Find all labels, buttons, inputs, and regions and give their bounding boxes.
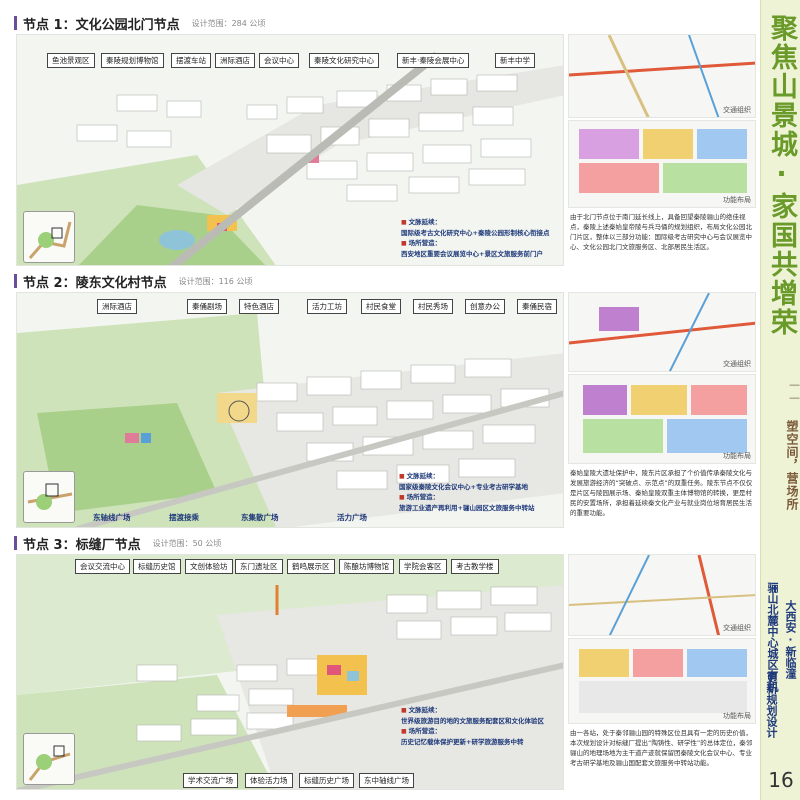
- main-title: 聚焦山景城·家国共增荣: [766, 14, 797, 337]
- node1-legend: 文脉延续： 国际级考古文化研究中心+秦陵公园形制核心衔接点 场所营造： 西安地区…: [401, 217, 561, 259]
- node2-label-4: 村民食堂: [361, 299, 401, 314]
- node3-bottom-label-1: 体验活力场: [245, 773, 293, 788]
- node2-traffic-map: 交通组织: [568, 292, 756, 372]
- node1-header: 节点 1：文化公园北门节点 设计范围：284 公顷: [14, 14, 266, 33]
- node1-legend-h2: 场所营造：: [401, 238, 561, 249]
- node3-header: 节点 3：标缝厂节点 设计范围：50 公顷: [14, 534, 222, 553]
- node2-bottom-label-3: 活力广场: [337, 513, 367, 522]
- node3-map: 会议交流中心 标缝历史馆 文创体验坊 东门遗址区 鹤鸣展示区 陈酿坊博物馆 学院…: [16, 554, 564, 790]
- node2-header: 节点 2：陵东文化村节点 设计范围：116 公顷: [14, 272, 253, 291]
- node3-legend-h1: 文脉延续：: [401, 705, 563, 716]
- node1-traffic-map: 交通组织: [568, 34, 756, 118]
- node1-function-map: 功能布局: [568, 120, 756, 208]
- node1-label-4: 会议中心: [259, 53, 299, 68]
- node1-legend-v1: 国际级考古文化研究中心+秦陵公园形制核心衔接点: [401, 229, 550, 237]
- node2-label-0: 洲际酒店: [97, 299, 137, 314]
- node2-label-3: 活力工坊: [307, 299, 347, 314]
- project-name-part2: 更新规划设计: [765, 672, 778, 738]
- node2-side: 交通组织 功能布局 秦始皇陵大遗址保护中，陵东片区承担了个价值传承秦陵文化与发展…: [568, 292, 756, 528]
- node3-label-0: 会议交流中心: [75, 559, 130, 574]
- node2-caption-function: 功能布局: [723, 452, 751, 460]
- node1-caption-traffic: 交通组织: [723, 106, 751, 114]
- node2-map-drawing: [17, 313, 563, 527]
- node3-bottom-label-3: 东中轴线广场: [359, 773, 414, 788]
- node1-label-1: 秦陵规划博物馆: [101, 53, 164, 68]
- node2-legend-h1: 文脉延续：: [399, 471, 559, 482]
- node3-bottom-label-2: 标缝历史广场: [299, 773, 354, 788]
- node3-description: 由一各站，处于秦邻骊山园的特殊区位且具有一定的历史价值，本次规划设计对标缝厂提出…: [570, 729, 753, 767]
- project-name: 骊山北麓中心城区有机: [766, 582, 779, 692]
- subtitle: 塑空间，营场所: [785, 420, 799, 511]
- node1-locator-map: [23, 211, 75, 263]
- node3-label-7: 考古教学楼: [451, 559, 499, 574]
- node1-description: 由于北门节点位于南门延长线上，具备回望秦陵骊山的绝佳视点，秦陵上述秦始皇帝陵与兵…: [570, 213, 752, 251]
- node1-map-drawing: [17, 51, 563, 265]
- node2-caption-traffic: 交通组织: [723, 360, 751, 368]
- node1-label-5: 秦陵文化研究中心: [309, 53, 379, 68]
- node1-scope: 设计范围：284 公顷: [191, 18, 266, 28]
- section-bar: [14, 274, 17, 288]
- node1-map: 鱼池景观区 秦陵规划博物馆 摆渡车站 洲际酒店 会议中心 秦陵文化研究中心 新丰…: [16, 34, 564, 266]
- node2-function-map: 功能布局: [568, 374, 756, 464]
- node1-side: 交通组织 功能布局 由于北门节点位于南门延长线上，具备回望秦陵骊山的绝佳视点，秦…: [568, 34, 756, 266]
- node3-map-drawing: [17, 555, 563, 789]
- node2-label-1: 秦俑剧场: [187, 299, 227, 314]
- node3-side: 交通组织 功能布局 由一各站，处于秦邻骊山园的特殊区位且具有一定的历史价值，本次…: [568, 554, 756, 790]
- node1-label-6: 新丰·秦陵会展中心: [397, 53, 470, 68]
- node3-bottom-label-0: 学术交流广场: [183, 773, 238, 788]
- node2-label-2: 特色酒店: [239, 299, 279, 314]
- node2-legend-v1: 国家级秦陵文化会议中心+专业考古研学基地: [399, 483, 528, 491]
- node2-legend-h2: 场所营造：: [399, 492, 559, 503]
- node3-legend-v1: 世界级旅游目的地的文旅服务配套区和文化体验区: [401, 717, 544, 725]
- section-bar: [14, 536, 17, 550]
- node3-caption-traffic: 交通组织: [723, 624, 751, 632]
- node2-label-5: 村民秀场: [413, 299, 453, 314]
- node3-label-1: 标缝历史馆: [133, 559, 181, 574]
- node3-title: 节点 3：标缝厂节点: [23, 537, 141, 553]
- node2-bottom-label-1: 摆渡接乘: [169, 513, 199, 522]
- node1-label-0: 鱼池景观区: [47, 53, 95, 68]
- node3-locator-map: [23, 733, 75, 785]
- city-name: 大西安·新临潼: [784, 600, 797, 679]
- node1-legend-h1: 文脉延续：: [401, 217, 561, 228]
- node1-label-3: 洲际酒店: [215, 53, 255, 68]
- node2-legend-v2: 旅游工业遗产再利用+骊山园区文旅服务中转站: [399, 504, 535, 512]
- node2-label-7: 秦俑民宿: [517, 299, 557, 314]
- node2-bottom-label-2: 东集散广场: [241, 513, 279, 522]
- node3-legend-v2: 历史记忆载体保护更新+研学旅游服务中转: [401, 738, 524, 746]
- node2-label-6: 创意办公: [465, 299, 505, 314]
- node3-legend-h2: 场所营造：: [401, 726, 563, 737]
- section-bar: [14, 16, 17, 30]
- node2-map: 洲际酒店 秦俑剧场 特色酒店 活力工坊 村民食堂 村民秀场 创意办公 秦俑民宿 …: [16, 292, 564, 528]
- node2-legend: 文脉延续： 国家级秦陵文化会议中心+专业考古研学基地 场所营造： 旅游工业遗产再…: [399, 471, 559, 513]
- node1-legend-v2: 西安地区重要会议展览中心+景区文旅服务前门户: [401, 250, 543, 258]
- node1-caption-function: 功能布局: [723, 196, 751, 204]
- node2-scope: 设计范围：116 公顷: [178, 276, 253, 286]
- node2-bottom-label-0: 东轴线广场: [93, 513, 131, 522]
- node3-label-6: 学院会客区: [399, 559, 447, 574]
- node1-label-2: 摆渡车站: [171, 53, 211, 68]
- node1-label-7: 新丰中学: [495, 53, 535, 68]
- node2-locator-map: [23, 471, 75, 523]
- node3-label-5: 陈酿坊博物馆: [339, 559, 394, 574]
- title-column: 聚焦山景城·家国共增荣 —— 塑空间，营场所 骊山北麓中心城区有机 大西安·新临…: [760, 0, 800, 800]
- title-dash: ——: [788, 378, 800, 404]
- node3-function-map: 功能布局: [568, 638, 756, 724]
- page-number: 16: [768, 768, 794, 792]
- node3-scope: 设计范围：50 公顷: [152, 538, 222, 548]
- node2-title: 节点 2：陵东文化村节点: [23, 275, 167, 291]
- node3-legend: 文脉延续： 世界级旅游目的地的文旅服务配套区和文化体验区 场所营造： 历史记忆载…: [401, 705, 563, 747]
- node3-label-4: 鹤鸣展示区: [287, 559, 335, 574]
- node3-caption-function: 功能布局: [723, 712, 751, 720]
- node3-traffic-map: 交通组织: [568, 554, 756, 636]
- node3-label-2: 文创体验坊: [185, 559, 233, 574]
- node2-description: 秦始皇陵大遗址保护中，陵东片区承担了个价值传承秦陵文化与发展旅游经济的“突破点、…: [570, 469, 753, 517]
- node3-label-3: 东门遗址区: [235, 559, 283, 574]
- node1-title: 节点 1：文化公园北门节点: [23, 17, 180, 33]
